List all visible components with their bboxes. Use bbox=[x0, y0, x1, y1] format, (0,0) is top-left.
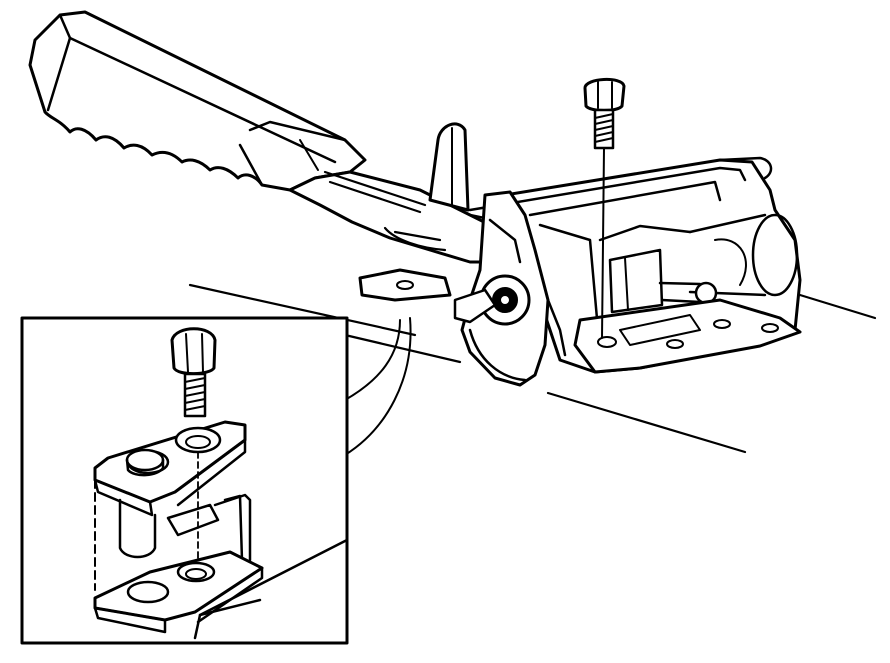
mechanism-housing bbox=[358, 156, 802, 374]
ratchet-sector bbox=[453, 190, 567, 387]
release-fin bbox=[428, 122, 470, 212]
lever-handle bbox=[28, 10, 367, 192]
inset-callout-leader bbox=[344, 317, 412, 456]
floor-lines bbox=[188, 283, 877, 454]
main-bolt bbox=[583, 78, 626, 339]
inset-detail bbox=[20, 316, 349, 645]
